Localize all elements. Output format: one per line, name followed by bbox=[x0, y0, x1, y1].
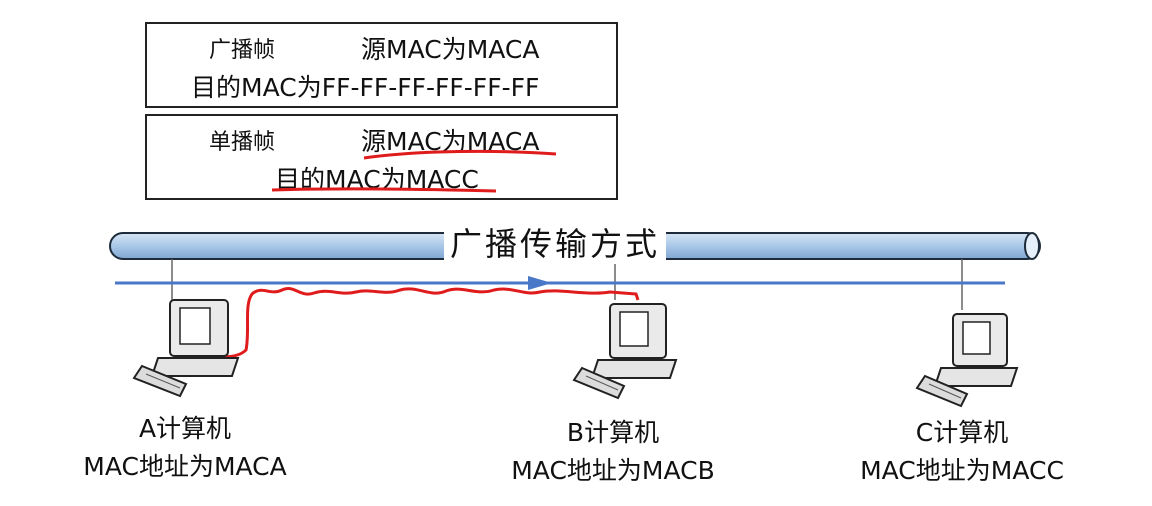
underline-source-mac bbox=[363, 149, 557, 160]
computer-b-icon bbox=[572, 303, 678, 400]
computer-c-mac: MAC地址为MACC bbox=[860, 456, 1064, 485]
computer-c-label: C计算机 MAC地址为MACC bbox=[832, 414, 1092, 490]
broadcast-frame-type: 广播帧 bbox=[209, 38, 276, 63]
unicast-frame-type: 单播帧 bbox=[209, 130, 276, 155]
computer-c-icon bbox=[915, 313, 1019, 408]
computer-b-mac: MAC地址为MACB bbox=[511, 456, 715, 485]
computer-b-label: B计算机 MAC地址为MACB bbox=[488, 414, 738, 490]
unicast-path-annotation bbox=[211, 287, 640, 359]
signal-arrow-icon bbox=[528, 276, 552, 290]
medium-title: 广播传输方式 bbox=[444, 224, 667, 264]
computer-a-label: A计算机 MAC地址为MACA bbox=[60, 410, 310, 486]
broadcast-dest-mac: 目的MAC为FF-FF-FF-FF-FF-FF bbox=[191, 73, 540, 102]
broadcast-source-mac: 源MAC为MACA bbox=[361, 35, 540, 64]
computer-a-mac: MAC地址为MACA bbox=[83, 452, 287, 481]
computer-a-icon bbox=[132, 299, 240, 398]
computer-c-name: C计算机 bbox=[915, 418, 1009, 447]
broadcast-frame-box: 广播帧 源MAC为MACA 目的MAC为FF-FF-FF-FF-FF-FF bbox=[145, 22, 618, 108]
computer-a-name: A计算机 bbox=[138, 414, 232, 443]
computer-b-name: B计算机 bbox=[566, 418, 660, 447]
underline-dest-mac bbox=[271, 187, 497, 193]
